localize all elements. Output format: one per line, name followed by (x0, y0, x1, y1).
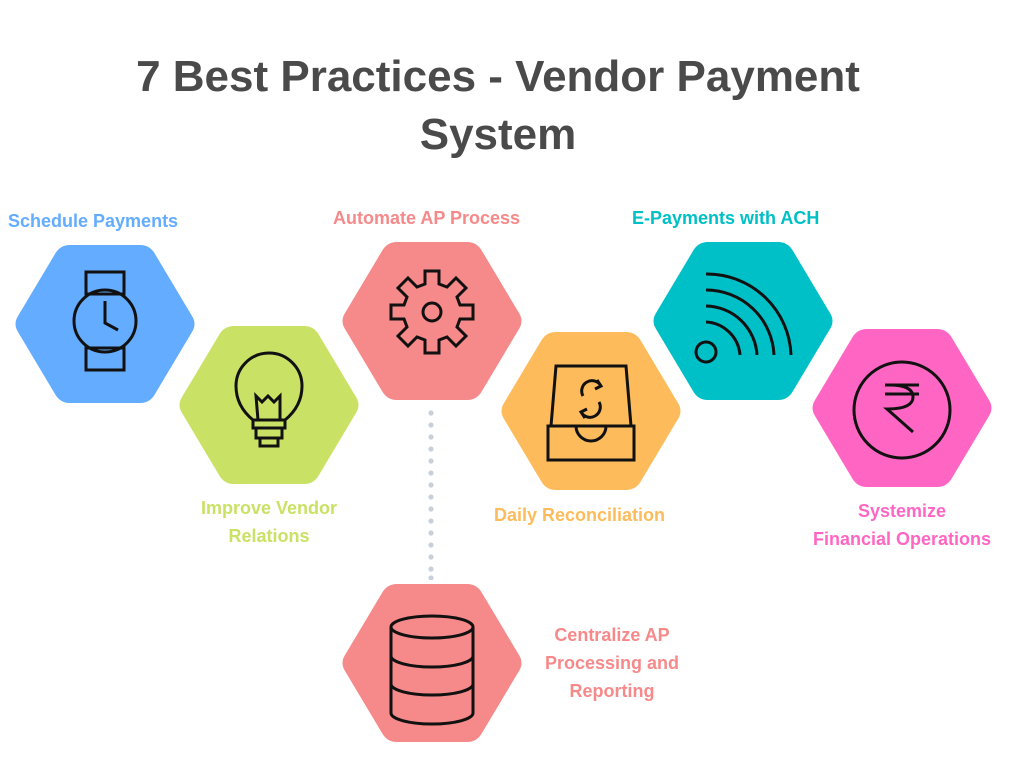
wireless-signal-icon (694, 272, 793, 364)
database-icon (389, 614, 475, 726)
page-title: 7 Best Practices - Vendor Payment System (0, 48, 996, 164)
label-improve-vendor-relations: Improve Vendor Relations (200, 498, 338, 546)
label-systemize-financial-operations: Systemize Financial Operations (812, 501, 992, 549)
practice-improve-vendor-relations (176, 322, 362, 488)
practice-schedule-payments (12, 241, 198, 407)
rupee-icon (852, 360, 952, 460)
label-centralize-ap-processing: Centralize AP Processing and Reporting (544, 625, 680, 701)
label-automate-ap-process: Automate AP Process (333, 208, 521, 228)
practice-daily-reconciliation (498, 328, 684, 494)
practice-centralize-ap-processing (339, 580, 525, 746)
practice-automate-ap-process (339, 238, 525, 404)
gear-icon (389, 269, 475, 355)
title-line-2: System (419, 110, 577, 159)
title-line-1: 7 Best Practices - Vendor Payment (136, 52, 860, 101)
lightbulb-icon (234, 351, 304, 448)
label-daily-reconciliation: Daily Reconciliation (494, 505, 666, 525)
label-schedule-payments: Schedule Payments (8, 211, 179, 231)
label-e-payments-with-ach: E-Payments with ACH (632, 208, 820, 228)
watch-icon (72, 270, 138, 372)
practice-e-payments-with-ach (650, 238, 836, 404)
practice-systemize-financial-operations (809, 325, 995, 491)
inbox-sync-icon (546, 364, 636, 462)
dotted-connector (428, 410, 434, 580)
